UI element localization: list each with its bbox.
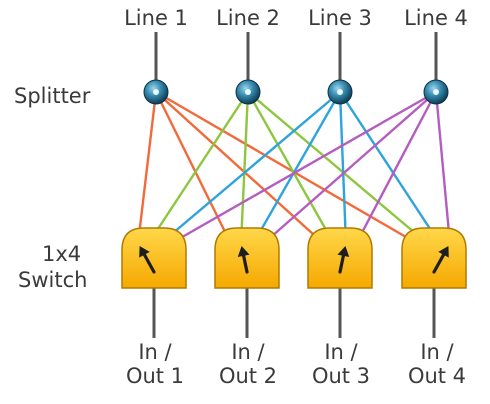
port-2-line2: Out 2 [218,364,278,388]
port-3-label: In / Out 3 [296,340,386,388]
fiber-line4-to-switch3 [354,91,438,245]
line-1-label: Line 1 [124,6,188,30]
splitter-1 [143,79,169,105]
port-4-line2: Out 4 [407,364,467,388]
fiber-line3-to-switch3 [338,91,348,245]
fiber-line4-to-switch1 [169,90,437,246]
switch-label-line1: 1x4 [42,242,82,266]
fiber-line1-to-switch4 [155,90,419,246]
switch-1 [121,227,187,289]
port-3-line1: In / [324,340,358,364]
arrow-head-icon [237,246,250,258]
fiber-line3-to-switch4 [338,91,442,245]
fiber-line3-to-switch1 [159,91,341,245]
switches [121,227,467,289]
port-2-line1: In / [231,340,265,364]
splitter-label: Splitter [14,84,91,108]
splitter-center-dot [153,89,159,95]
switch-2 [214,227,280,289]
port-1-label: In / Out 1 [110,340,200,388]
splitter-center-dot [245,89,251,95]
port-4-line1: In / [420,340,454,364]
port-stubs [152,288,436,338]
switch-body [214,227,280,289]
fiber-line1-to-switch3 [155,91,325,245]
fiber-connections [136,90,452,246]
port-2-label: In / Out 2 [203,340,293,388]
line-3-label: Line 3 [308,6,372,30]
port-1-line1: In / [138,340,172,364]
switch-body [401,227,467,289]
switch-4 [401,227,467,289]
switch-3 [307,227,373,289]
fiber-line4-to-switch2 [262,91,437,245]
fiber-line1-to-switch2 [154,91,233,245]
splitter-center-dot [337,89,343,95]
line-4-label: Line 4 [404,6,468,30]
splitters [143,79,449,105]
arrow-head-icon [337,246,350,258]
splitter-center-dot [433,89,439,95]
line-stubs [154,32,438,80]
splitter-3 [327,79,353,105]
fiber-line4-to-switch4 [434,91,452,245]
fiber-line2-to-switch4 [247,91,429,245]
fiber-line1-to-switch1 [136,91,158,245]
arrow-head-icon [139,246,150,258]
fiber-line3-to-switch2 [251,91,342,245]
arrow-head-icon [438,246,449,258]
fiber-line2-to-switch1 [146,91,250,245]
port-4-label: In / Out 4 [392,340,482,388]
switch-body [307,227,373,289]
port-3-line2: Out 3 [311,364,371,388]
splitter-2 [235,79,261,105]
line-2-label: Line 2 [216,6,280,30]
switch-body [121,227,187,289]
port-1-line2: Out 1 [125,364,185,388]
fiber-line2-to-switch2 [239,91,250,245]
fiber-line2-to-switch3 [246,91,336,245]
splitter-4 [423,79,449,105]
switch-label-line2: Switch [18,268,88,292]
